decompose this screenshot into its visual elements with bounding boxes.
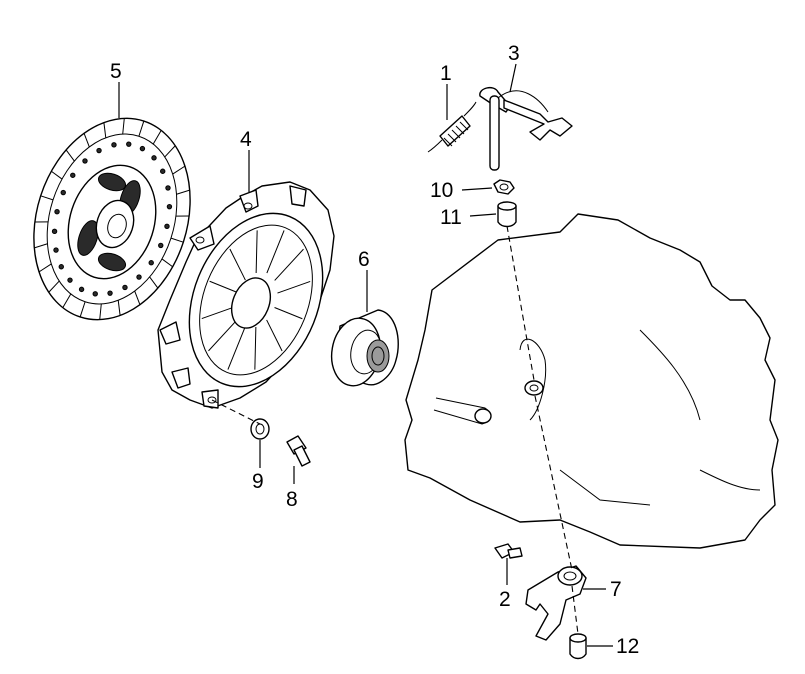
callout-12: 12 (616, 635, 639, 658)
disc-segment-line (51, 170, 63, 180)
release-shaft (479, 86, 573, 171)
disc-segment-line (83, 133, 90, 148)
housing-bushing (524, 380, 544, 396)
rivet-dot (51, 228, 58, 235)
diaphragm-finger (266, 319, 283, 352)
disc-segment-line (62, 293, 72, 308)
bushing-12 (569, 633, 587, 660)
disc-segment-line (138, 120, 145, 137)
disc-segment-line (122, 118, 125, 135)
alignment-lines (211, 225, 579, 635)
rivet-dot (58, 264, 64, 270)
disc-segment-line (40, 195, 54, 201)
rivet-dot (164, 223, 170, 229)
disc-segment-line (65, 149, 75, 162)
rivet-dot (126, 141, 132, 147)
release-bearing (330, 309, 399, 387)
disc-segment-line (172, 165, 186, 175)
rivet-dot (60, 189, 66, 196)
rivet-dot (92, 291, 98, 297)
callout-6: 6 (358, 248, 370, 271)
rivet-dot (151, 155, 157, 161)
callout-2: 2 (499, 588, 511, 611)
diaphragm-finger (274, 307, 303, 320)
disc-segment-line (99, 303, 102, 320)
diaphragm-finger (254, 327, 257, 370)
rivet-dot (70, 172, 76, 178)
diaphragm-finger (208, 319, 238, 352)
diaphragm-finger (266, 230, 285, 274)
disc-segment-line (48, 280, 60, 293)
rivet-dot (107, 290, 113, 296)
rivet-dot (148, 260, 154, 266)
rivet-dot (136, 274, 142, 280)
callout-3: 3 (508, 42, 520, 65)
disc-segment-line (152, 130, 162, 145)
diaphragm-finger (277, 280, 311, 294)
clutch-disc (33, 117, 191, 321)
disc-segment-line (79, 301, 86, 318)
callout-11: 11 (440, 206, 462, 229)
disc-segment-line (176, 189, 190, 195)
diaphragm-finger (201, 306, 235, 320)
rivet-dot (111, 142, 117, 148)
disc-segment-line (149, 276, 159, 289)
pressure-plate (157, 181, 335, 409)
rivet-dot (78, 286, 85, 293)
callout-1: 1 (440, 62, 452, 85)
callout-4: 4 (240, 128, 252, 151)
diaphragm-finger (227, 326, 246, 370)
disc-segment-line (161, 258, 173, 268)
bolt-2 (494, 543, 523, 559)
transmission-housing (404, 213, 779, 549)
rivet-dot (96, 147, 102, 154)
rivet-dot (165, 185, 171, 191)
bolt-9 (250, 418, 270, 440)
diaphragm-finger (274, 248, 304, 281)
disc-segment-line (134, 290, 141, 305)
diaphragm-finger (229, 248, 246, 281)
callout-5: 5 (110, 60, 122, 83)
rivet-dot (158, 242, 164, 249)
rivet-dot (160, 168, 166, 174)
disc-segment-line (164, 145, 176, 158)
return-spring (427, 101, 477, 153)
diaphragm-finger (209, 280, 238, 293)
bushing-11 (497, 201, 517, 228)
disc-segment-line (170, 237, 184, 243)
disc-segment-line (103, 122, 107, 138)
nut-10 (493, 179, 515, 195)
rivet-dot (67, 277, 73, 283)
rivet-dot (166, 203, 173, 210)
rivet-dot (53, 247, 59, 253)
leader-lines (118, 63, 613, 647)
release-fork (525, 565, 587, 641)
rivet-dot (54, 209, 60, 215)
rivet-dot (139, 145, 146, 152)
disc-segment-line (34, 243, 48, 249)
rivet-dot (82, 158, 88, 164)
callouts: 5 4 6 1 3 10 11 9 8 2 7 12 (110, 42, 639, 658)
callout-9: 9 (252, 470, 264, 493)
callout-7: 7 (610, 578, 622, 601)
disc-segment-line (117, 300, 121, 316)
disc-segment-line (38, 263, 52, 273)
rivet-dot (122, 284, 128, 291)
callout-10: 10 (430, 179, 453, 202)
diaphragm-finger (255, 230, 258, 273)
bolt-8 (286, 435, 311, 467)
callout-8: 8 (286, 488, 298, 511)
